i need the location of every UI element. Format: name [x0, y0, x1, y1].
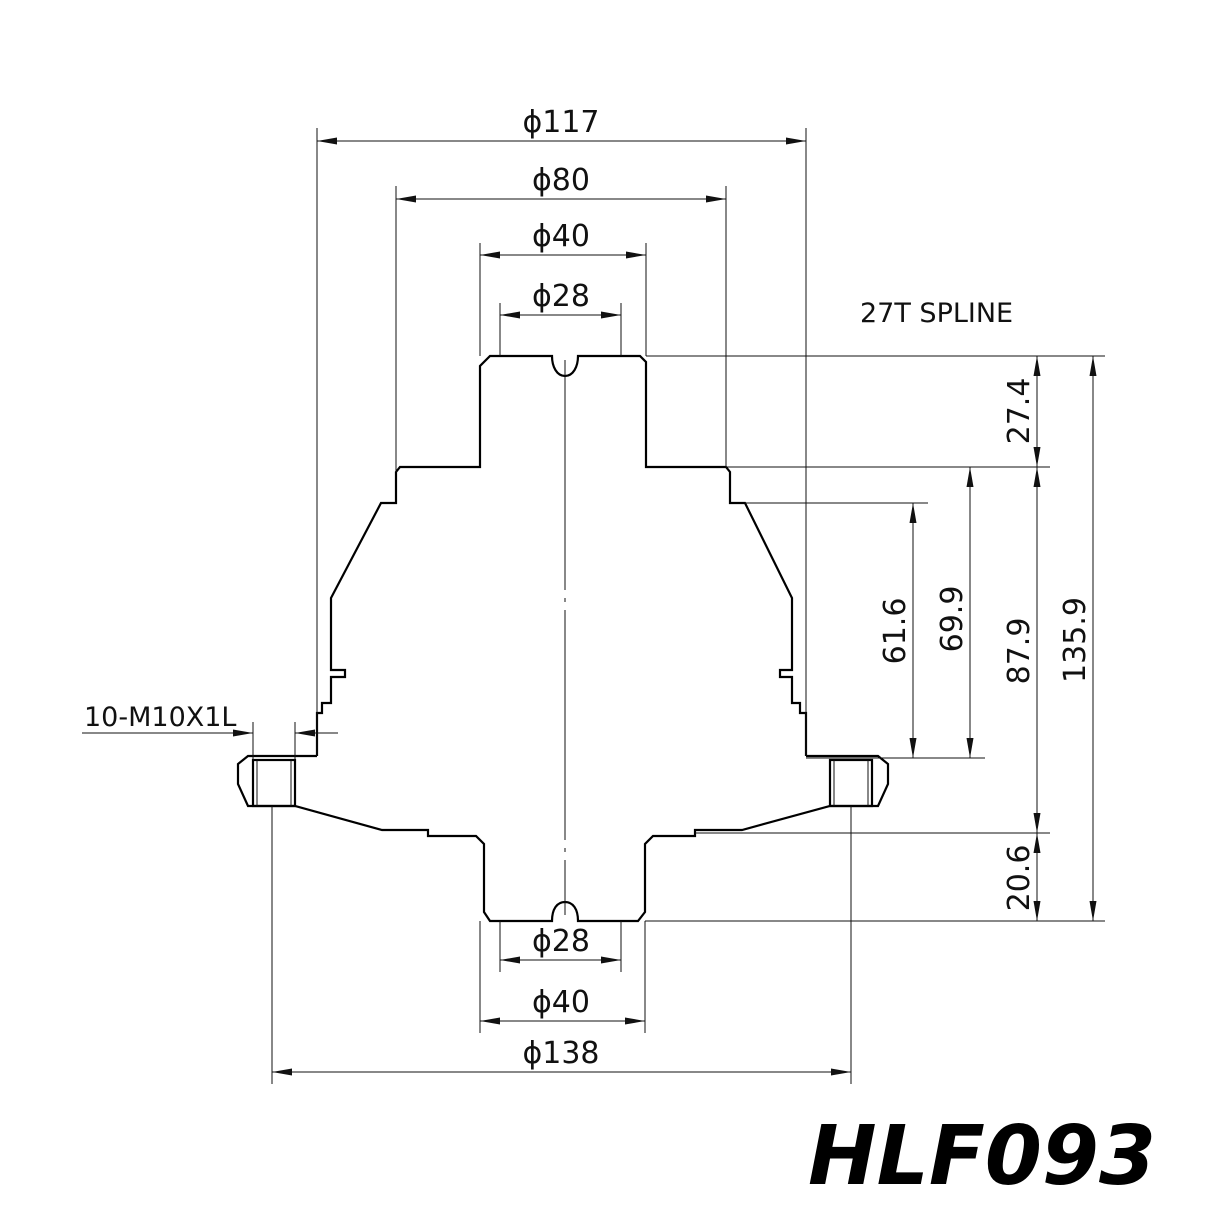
label-dia-28-top: ϕ28	[532, 279, 590, 314]
label-len-87-9: 87.9	[1002, 618, 1037, 685]
thread-note: 10-M10X1L	[84, 702, 236, 733]
label-dia-28-bottom: ϕ28	[532, 924, 590, 959]
label-dia-138: ϕ138	[522, 1036, 599, 1071]
differential-outline	[236, 354, 890, 923]
thread-leader	[82, 722, 338, 760]
label-len-20-6: 20.6	[1002, 845, 1037, 912]
label-dia-80: ϕ80	[532, 163, 590, 198]
label-len-135-9: 135.9	[1058, 597, 1093, 683]
dimension-labels: ϕ117 ϕ80 ϕ40 ϕ28 ϕ28 ϕ40 ϕ138 27.4 61.6 …	[84, 105, 1093, 1071]
label-len-69-9: 69.9	[935, 586, 970, 653]
label-dia-40-top: ϕ40	[532, 219, 590, 254]
label-len-27-4: 27.4	[1002, 378, 1037, 445]
extension-lines	[271, 128, 1105, 1084]
diameter-dimensions	[272, 137, 851, 1076]
model-title: HLF093	[808, 1109, 1156, 1204]
label-len-61-6: 61.6	[878, 598, 913, 665]
length-dimensions	[909, 356, 1097, 921]
spline-note: 27T SPLINE	[860, 298, 1013, 329]
label-dia-40-bottom: ϕ40	[532, 985, 590, 1020]
label-dia-117: ϕ117	[522, 105, 599, 140]
